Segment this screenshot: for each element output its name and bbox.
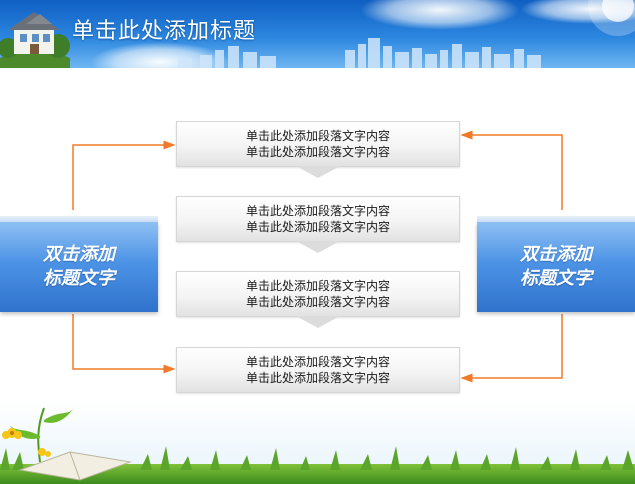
chevron-down-icon bbox=[296, 241, 340, 253]
flow-step-box[interactable]: 单击此处添加段落文字内容 单击此处添加段落文字内容 bbox=[176, 271, 460, 328]
step-text-line: 单击此处添加段落文字内容 bbox=[245, 204, 390, 218]
step-text-line: 单击此处添加段落文字内容 bbox=[245, 295, 390, 309]
grass-icon bbox=[0, 400, 635, 484]
flow-step-box[interactable]: 单击此处添加段落文字内容 单击此处添加段落文字内容 bbox=[176, 347, 460, 393]
connector-arrow bbox=[460, 314, 563, 383]
panel-text-line: 双击添加 bbox=[43, 244, 115, 265]
panel-text-line: 标题文字 bbox=[520, 268, 592, 289]
left-title-panel[interactable]: 双击添加 标题文字 bbox=[0, 216, 158, 312]
panel-text-line: 标题文字 bbox=[43, 268, 115, 289]
city-skyline-icon bbox=[178, 0, 635, 68]
connector-arrow bbox=[72, 140, 176, 210]
page-title[interactable]: 单击此处添加标题 bbox=[72, 19, 257, 44]
chevron-down-icon bbox=[296, 316, 340, 328]
step-text-line: 单击此处添加段落文字内容 bbox=[245, 129, 390, 143]
panel-text-line: 双击添加 bbox=[520, 244, 592, 265]
step-text-line: 单击此处添加段落文字内容 bbox=[245, 371, 390, 385]
step-text-line: 单击此处添加段落文字内容 bbox=[245, 279, 390, 293]
step-text-line: 单击此处添加段落文字内容 bbox=[245, 145, 390, 159]
flow-step-box[interactable]: 单击此处添加段落文字内容 单击此处添加段落文字内容 bbox=[176, 196, 460, 253]
connector-arrow bbox=[460, 130, 563, 210]
right-title-panel[interactable]: 双击添加 标题文字 bbox=[477, 216, 635, 312]
step-text-line: 单击此处添加段落文字内容 bbox=[245, 355, 390, 369]
house-icon bbox=[0, 12, 70, 68]
flow-step-box[interactable]: 单击此处添加段落文字内容 单击此处添加段落文字内容 bbox=[176, 121, 460, 178]
chevron-down-icon bbox=[296, 166, 340, 178]
connector-arrow bbox=[72, 314, 176, 374]
step-text-line: 单击此处添加段落文字内容 bbox=[245, 220, 390, 234]
header-banner: 单击此处添加标题 bbox=[0, 0, 635, 68]
